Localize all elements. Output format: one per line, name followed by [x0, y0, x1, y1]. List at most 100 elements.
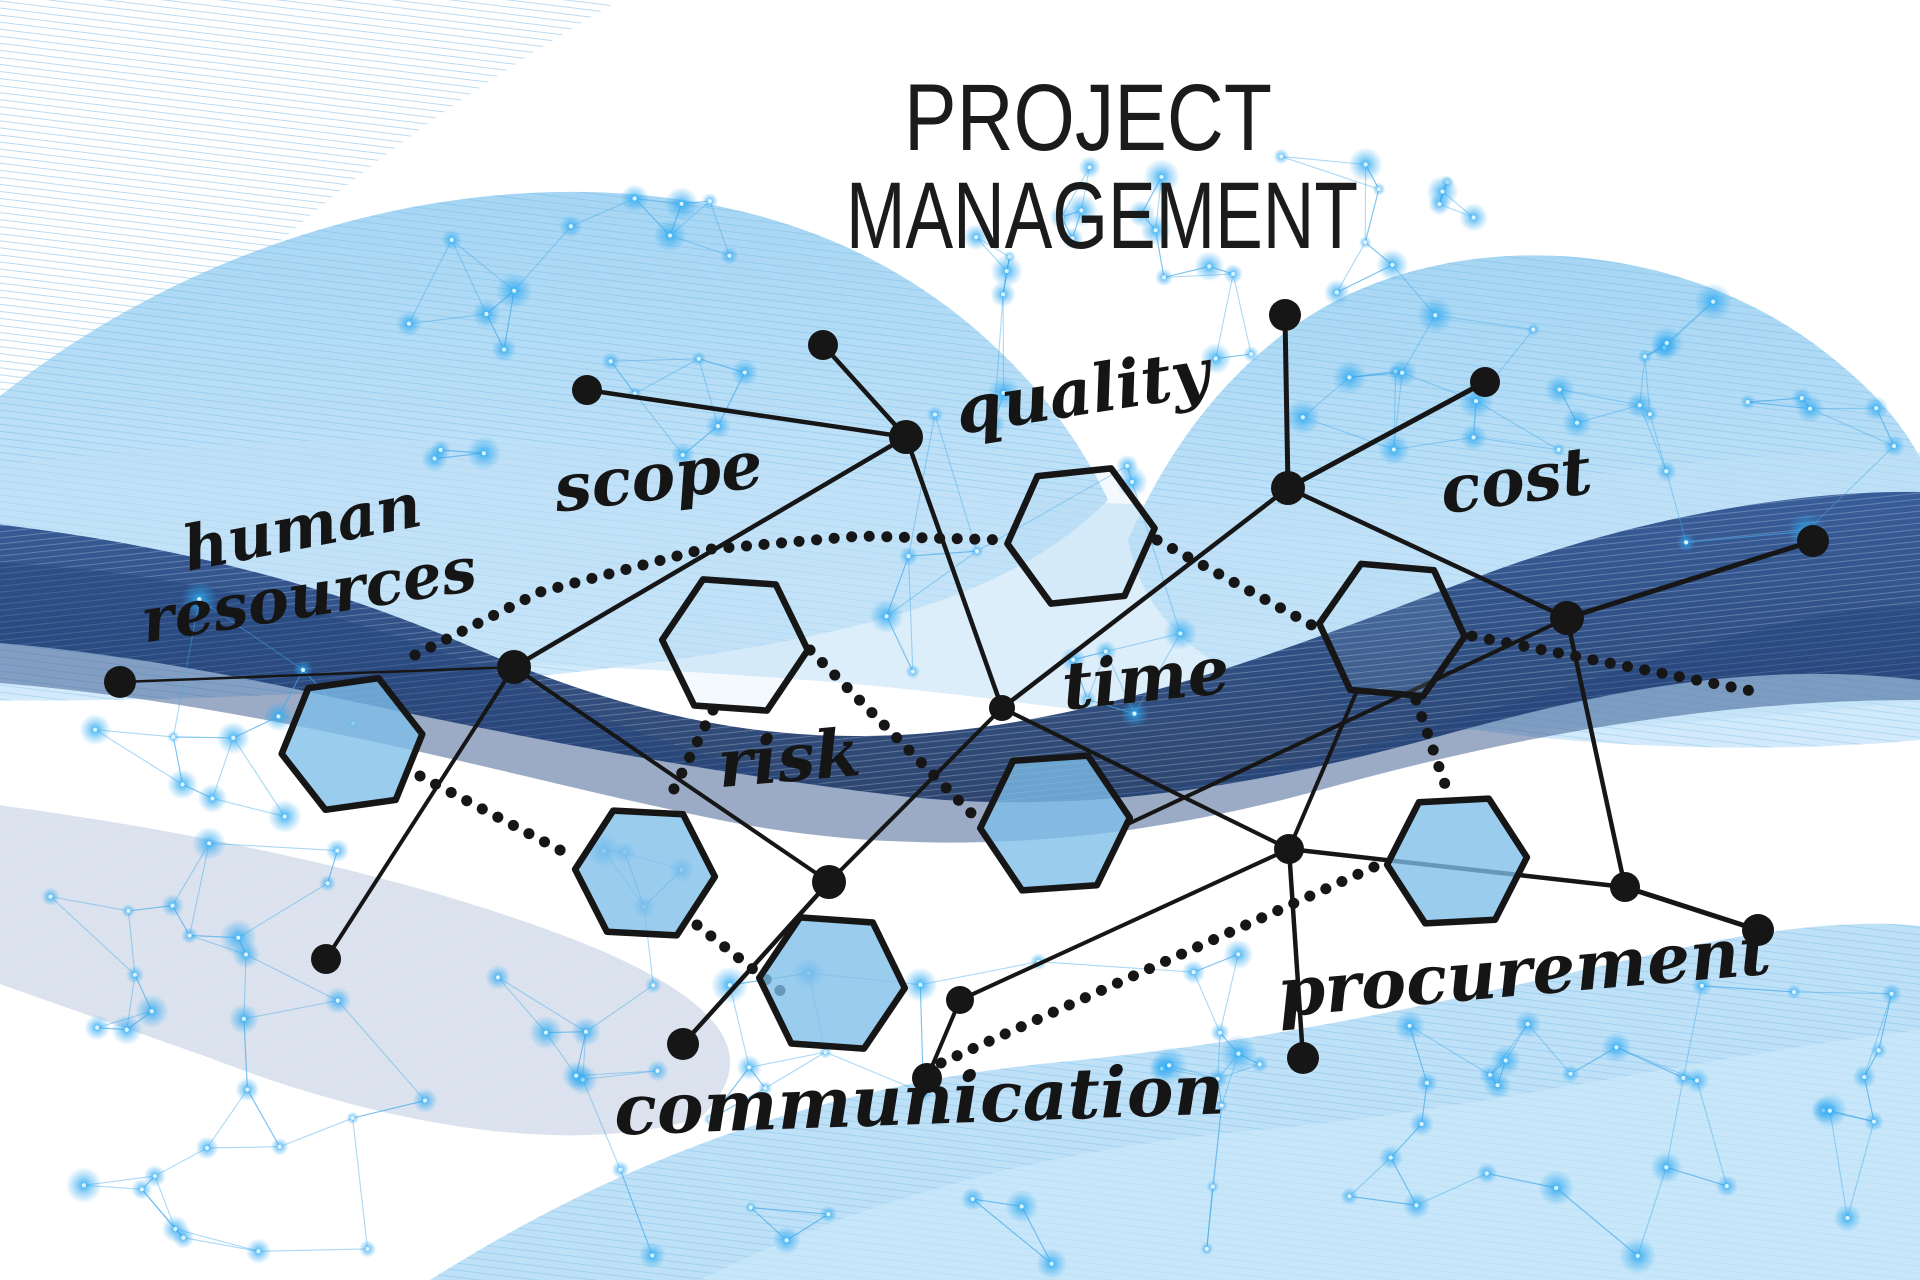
plexus-line [1686, 530, 1807, 543]
glow-dot-core [974, 549, 980, 554]
plexus-line [908, 550, 977, 557]
edge-line [324, 665, 516, 961]
glow-dot-core [1071, 657, 1076, 662]
glow-dot-core [1710, 299, 1716, 304]
plexus-line [619, 1169, 653, 1256]
glow-dot-core [1210, 1184, 1215, 1189]
edge-line [827, 706, 1004, 884]
glow-dot-core [1166, 1063, 1172, 1068]
glow-dot-core [1178, 631, 1183, 636]
glow-dot-core [1249, 352, 1254, 357]
glow-dot-core [1217, 1030, 1223, 1035]
plexus-line [1846, 1121, 1875, 1219]
glow-dot-core [170, 903, 175, 908]
glow-dot-core [1614, 1045, 1619, 1050]
glow-dot-core [95, 1025, 100, 1030]
wave-shape [0, 805, 730, 1136]
glow-dot-core [243, 952, 249, 957]
plexus-line [1701, 985, 1795, 993]
glow-dot-core [667, 233, 673, 238]
plexus-line [1206, 1105, 1223, 1249]
plexus-line [749, 1051, 826, 1068]
glow-dot-core [276, 714, 281, 719]
glow-dot-core [1390, 262, 1395, 268]
diagram-node [1550, 601, 1584, 635]
plexus-line [1212, 1105, 1223, 1187]
diagram-node [1269, 299, 1301, 331]
diagram-node [808, 330, 838, 360]
glow-dot-core [1103, 649, 1108, 654]
diagram-node [1287, 1042, 1319, 1074]
glow-dot-core [1557, 387, 1562, 392]
glow-dot-core [1363, 240, 1368, 245]
glow-dot-core [1699, 983, 1704, 988]
glow-dot-core [1001, 390, 1006, 396]
diagram-node [572, 375, 602, 405]
glow-dot-core [1424, 1080, 1430, 1085]
plexus-line [198, 598, 304, 671]
diagram-node [889, 420, 923, 454]
glow-dot-core [197, 597, 202, 602]
plexus-line [172, 599, 200, 738]
plexus-line [245, 954, 339, 1002]
plexus-line [1281, 155, 1380, 190]
plexus-line [50, 896, 136, 976]
glow-dot-core [1376, 187, 1381, 192]
glow-dot-core [1637, 403, 1642, 408]
glow-dot-core [1161, 275, 1167, 280]
wave-shape [0, 491, 1920, 803]
glow-dot-core [1207, 264, 1212, 269]
glow-dot-core [1159, 174, 1164, 180]
glow-dot-core [1132, 711, 1137, 716]
glow-dot-core [512, 288, 517, 293]
glow-dot-core [1070, 236, 1075, 241]
glow-dot-core [583, 1029, 589, 1034]
plexus-line [634, 393, 684, 456]
glow-dot-core [884, 614, 889, 619]
glow-dot-core [422, 1098, 428, 1103]
glow-dot-core [618, 1167, 623, 1172]
edge-line [999, 485, 1291, 711]
glow-dot-core [1236, 952, 1241, 957]
glow-dot-core [207, 841, 212, 846]
glow-dot-core [1129, 479, 1135, 485]
plexus-line [1002, 294, 1005, 393]
dotted-link [409, 530, 1011, 661]
plexus-line [972, 1198, 1052, 1265]
glow-dot-core [1874, 406, 1879, 411]
edge-line [1285, 379, 1488, 491]
glow-dot-core [1484, 1171, 1489, 1176]
plexus-line [619, 1169, 653, 1256]
plexus-line [1364, 188, 1380, 243]
dotted-link [935, 856, 1391, 1069]
glow-dot-core [139, 1187, 144, 1192]
plexus-line [352, 1100, 426, 1119]
hexagons-layer [278, 465, 1531, 1052]
glow-dot-core [1664, 1165, 1669, 1170]
hexagon-filled [976, 752, 1134, 894]
glow-dot-core [707, 199, 712, 204]
plexus-line [709, 200, 730, 256]
dotted-link [1410, 694, 1454, 799]
glow-dot-core [932, 412, 938, 417]
glow-dot-core [1876, 1048, 1881, 1053]
glow-dot-core [696, 356, 701, 361]
plexus-line [1686, 530, 1807, 543]
glow-dot-core [1219, 1103, 1224, 1108]
edge-line [820, 342, 909, 440]
glow-dot-core [365, 1246, 370, 1252]
glow-dot-core [974, 235, 979, 240]
diagram-node [946, 986, 974, 1014]
glow-dot-core [910, 669, 915, 674]
dotted-link [804, 644, 984, 826]
glow-dot-core [325, 881, 330, 886]
edge-line [1622, 884, 1761, 933]
glow-dot-core [1724, 1183, 1729, 1189]
plexus-line [1829, 1110, 1849, 1219]
plexus-line [1696, 1080, 1728, 1187]
hexagon-filled [755, 914, 909, 1052]
title-line-1: PROJECT [904, 65, 1272, 171]
glow-dot-core [181, 1235, 186, 1240]
glow-dot-core [1889, 991, 1894, 996]
